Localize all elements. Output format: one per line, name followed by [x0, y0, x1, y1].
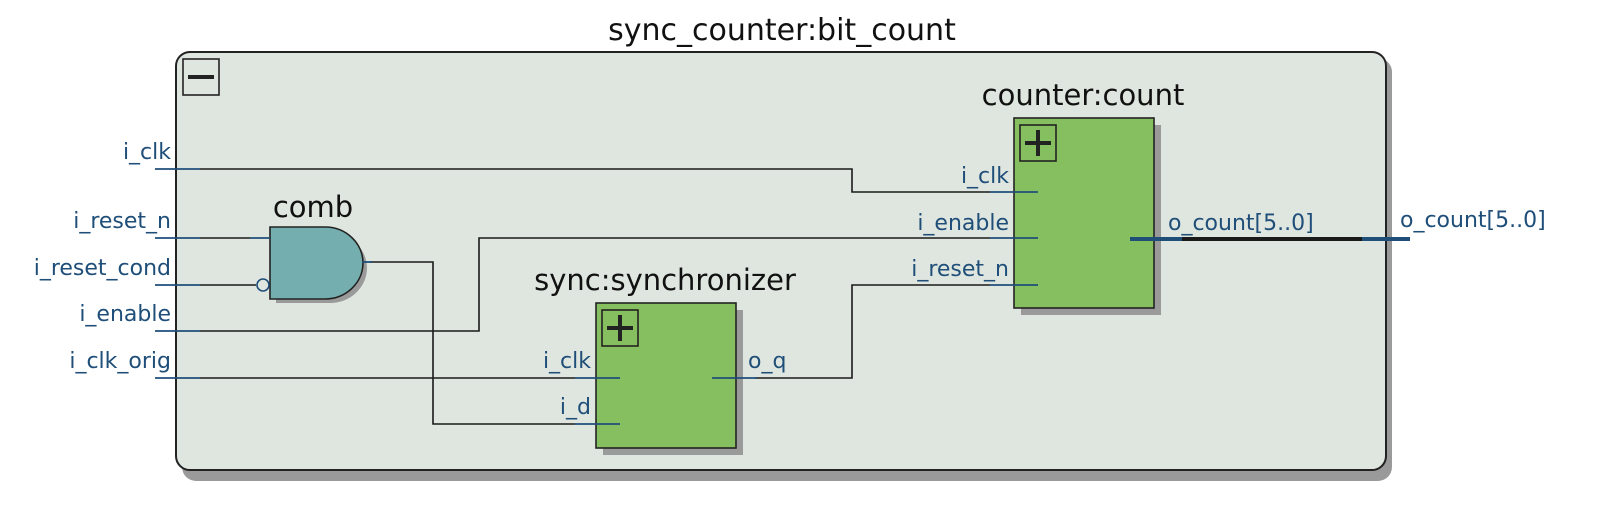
input-port-i-clk-orig[interactable]: i_clk_orig: [69, 349, 200, 379]
input-port-i-reset-cond[interactable]: i_reset_cond: [34, 256, 200, 286]
expand-button-synchronizer[interactable]: [601, 309, 639, 347]
counter-title: counter:count: [982, 78, 1185, 112]
synchronizer-port-o-q: o_q: [748, 349, 786, 374]
expand-button-counter[interactable]: [1019, 124, 1057, 162]
comb-gate[interactable]: comb: [250, 190, 372, 303]
collapse-button[interactable]: [182, 58, 220, 96]
wires: [200, 168, 1365, 425]
input-label-i-reset-cond: i_reset_cond: [34, 256, 171, 281]
counter-port-i-enable: i_enable: [917, 211, 1009, 236]
plus-icon: [601, 309, 639, 347]
input-port-i-reset-n[interactable]: i_reset_n: [73, 209, 200, 239]
output-port-o-count[interactable]: o_count[5..0]: [1362, 208, 1546, 241]
input-label-i-reset-n: i_reset_n: [73, 209, 171, 234]
counter-port-i-clk: i_clk: [961, 164, 1009, 189]
synchronizer-port-i-d: i_d: [560, 395, 591, 420]
input-label-i-enable: i_enable: [79, 302, 171, 327]
input-port-i-enable[interactable]: i_enable: [79, 302, 200, 332]
synchronizer-block[interactable]: sync:synchronizer i_clk i_d o_q: [534, 263, 796, 455]
and-gate-icon: [250, 226, 372, 303]
gate-label: comb: [273, 190, 353, 224]
counter-block[interactable]: counter:count i_clk i_enable i_reset_n o…: [911, 78, 1314, 315]
synchronizer-title: sync:synchronizer: [534, 263, 796, 297]
input-port-i-clk[interactable]: i_clk: [123, 140, 200, 170]
input-label-i-clk-orig: i_clk_orig: [69, 349, 171, 374]
module-title: sync_counter:bit_count: [608, 13, 956, 48]
counter-port-i-reset-n: i_reset_n: [911, 257, 1009, 282]
input-label-i-clk: i_clk: [123, 140, 171, 165]
output-label-o-count: o_count[5..0]: [1400, 208, 1546, 233]
counter-port-o-count: o_count[5..0]: [1168, 211, 1314, 236]
plus-icon: [1019, 124, 1057, 162]
minus-icon: [182, 58, 220, 96]
synchronizer-port-i-clk: i_clk: [543, 349, 591, 374]
